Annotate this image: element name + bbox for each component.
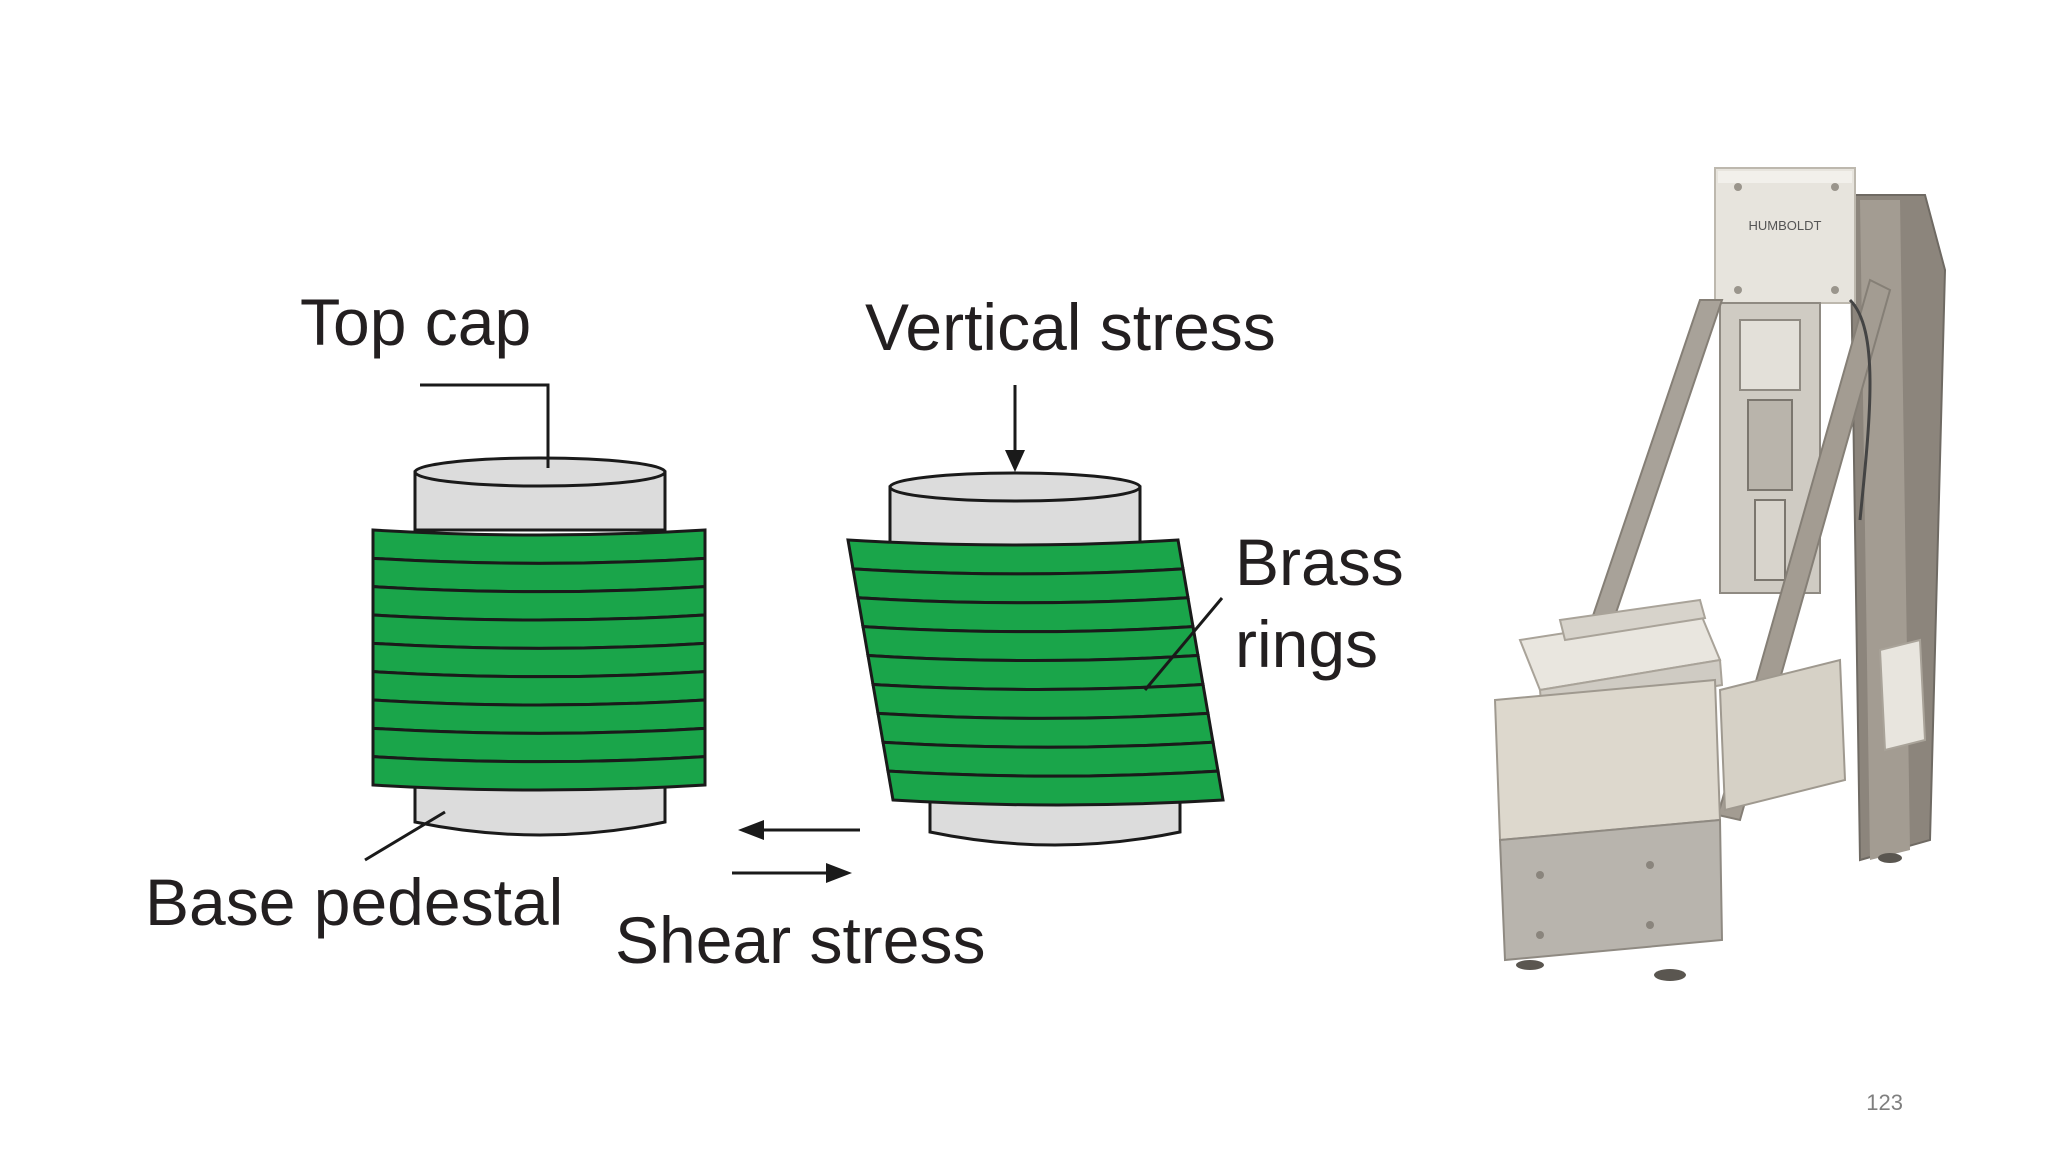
shear-stress-label: Shear stress: [615, 903, 985, 977]
brass-ring-left-5: [371, 641, 707, 679]
top-cap-left: [413, 456, 667, 532]
brass-ring-right-9: [886, 769, 1225, 807]
brass-ring-left-2: [371, 556, 707, 594]
brass-rings-right: [846, 538, 1225, 807]
base-pedestal-leader: [364, 810, 446, 862]
brass-rings-left: [371, 528, 707, 792]
brass-ring-right-5: [866, 653, 1205, 691]
brass-ring-left-9: [371, 755, 707, 792]
specimen-undeformed: [371, 456, 707, 837]
brass-label: Brass: [1235, 525, 1404, 599]
base-pedestal-left: [413, 778, 667, 837]
brass-rings-leader: [1143, 597, 1224, 691]
brass-ring-left-8: [371, 726, 707, 764]
shear-arrow-right: [732, 863, 852, 883]
top-cap-leader: [420, 383, 550, 468]
machine-brand-mark: HUMBOLDT: [1749, 218, 1822, 233]
slide-number: 123: [1866, 1090, 1903, 1115]
vertical-stress-arrow: [1005, 385, 1025, 472]
brass-ring-right-2: [851, 567, 1190, 605]
brass-ring-right-6: [871, 682, 1210, 720]
brass-ring-right-3: [856, 596, 1195, 634]
specimen-sheared: [846, 471, 1225, 847]
shear-arrow-left: [738, 820, 860, 840]
brass-ring-left-3: [371, 585, 707, 622]
brass-ring-right-7: [876, 711, 1215, 749]
brass-ring-left-6: [371, 670, 707, 707]
top-cap-right: [888, 471, 1142, 547]
brass-ring-left-1: [371, 528, 707, 565]
base-pedestal-label: Base pedestal: [145, 865, 563, 939]
brass-ring-left-7: [371, 698, 707, 735]
vertical-stress-label: Vertical stress: [865, 290, 1276, 364]
brass-ring-right-4: [861, 625, 1200, 663]
brass-ring-right-8: [881, 740, 1220, 778]
brass-ring-left-4: [371, 613, 707, 650]
rings-label: rings: [1235, 607, 1378, 681]
shear-machine-photo: HUMBOLDT: [1493, 167, 1947, 981]
top-cap-label: Top cap: [300, 285, 531, 359]
brass-ring-right-1: [846, 538, 1185, 576]
